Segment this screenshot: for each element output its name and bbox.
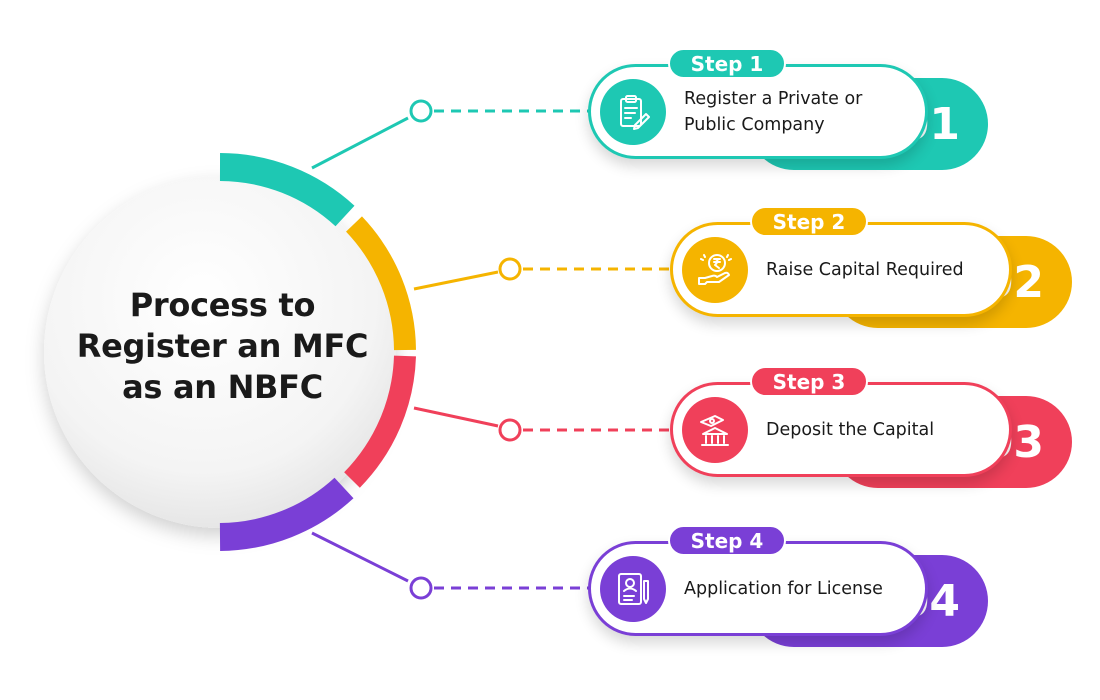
step-1-card-group: 01 Register a Private or Public Company … — [588, 48, 988, 170]
step-4-icon-circle — [600, 555, 666, 622]
step-3-badge: Step 3 — [750, 366, 868, 397]
center-disc — [44, 176, 396, 528]
rupee-coin-hand-icon — [698, 253, 732, 285]
step-4-label-line-1: Application for License — [684, 578, 883, 599]
step-2-card: Raise Capital Required — [670, 222, 1012, 317]
step-2-label: Raise Capital Required — [766, 257, 964, 283]
connector-line-3 — [413, 406, 499, 428]
money-bank-icon — [700, 414, 729, 446]
step-1-badge: Step 1 — [668, 48, 786, 79]
license-document-pen-icon — [618, 572, 649, 605]
ring-arc-yellow — [345, 216, 416, 351]
connector-line-1 — [311, 116, 409, 170]
step-1-label: Register a Private or Public Company — [684, 86, 862, 138]
step-2-card-group: 02 Raise Capital Required Step 2 — [670, 206, 1072, 328]
title-line-2: Register an MFC — [76, 327, 369, 365]
step-4-card: Application for License — [588, 541, 928, 636]
title-line-1: Process to — [129, 286, 316, 324]
step-4-card-group: 04 Application for License Step 4 — [588, 525, 988, 647]
step-3-card: Deposit the Capital — [670, 382, 1012, 477]
step-2-icon-circle — [682, 236, 748, 303]
step-3-card-group: 03 Deposit the Capital Step 3 — [670, 366, 1072, 488]
title-line-3: as an NBFC — [122, 368, 323, 406]
step-4-label: Application for License — [684, 576, 883, 602]
step-3-label-line-1: Deposit the Capital — [766, 419, 935, 440]
step-2-label-line-1: Raise Capital Required — [766, 259, 964, 280]
connector-dot-3 — [498, 418, 522, 442]
ring-arc-red — [344, 355, 416, 488]
step-1-icon-circle — [600, 78, 666, 145]
connector-line-2 — [413, 270, 499, 291]
step-1-label-line-1: Register a Private or — [684, 88, 863, 109]
diagram-title: Process to Register an MFC as an NBFC — [50, 285, 395, 408]
ring-arc-teal — [219, 153, 355, 227]
ring-arc-purple — [219, 477, 354, 551]
connector-dot-2 — [498, 257, 522, 281]
connector-dot-1 — [409, 99, 433, 123]
step-2-badge: Step 2 — [750, 206, 868, 237]
connector-line-4 — [311, 531, 409, 583]
step-3-label: Deposit the Capital — [766, 417, 934, 443]
step-3-icon-circle — [682, 396, 748, 463]
connector-dot-4 — [409, 576, 433, 600]
step-1-label-line-2: Public Company — [684, 114, 825, 135]
clipboard-edit-icon — [620, 94, 650, 130]
step-4-badge: Step 4 — [668, 525, 786, 556]
